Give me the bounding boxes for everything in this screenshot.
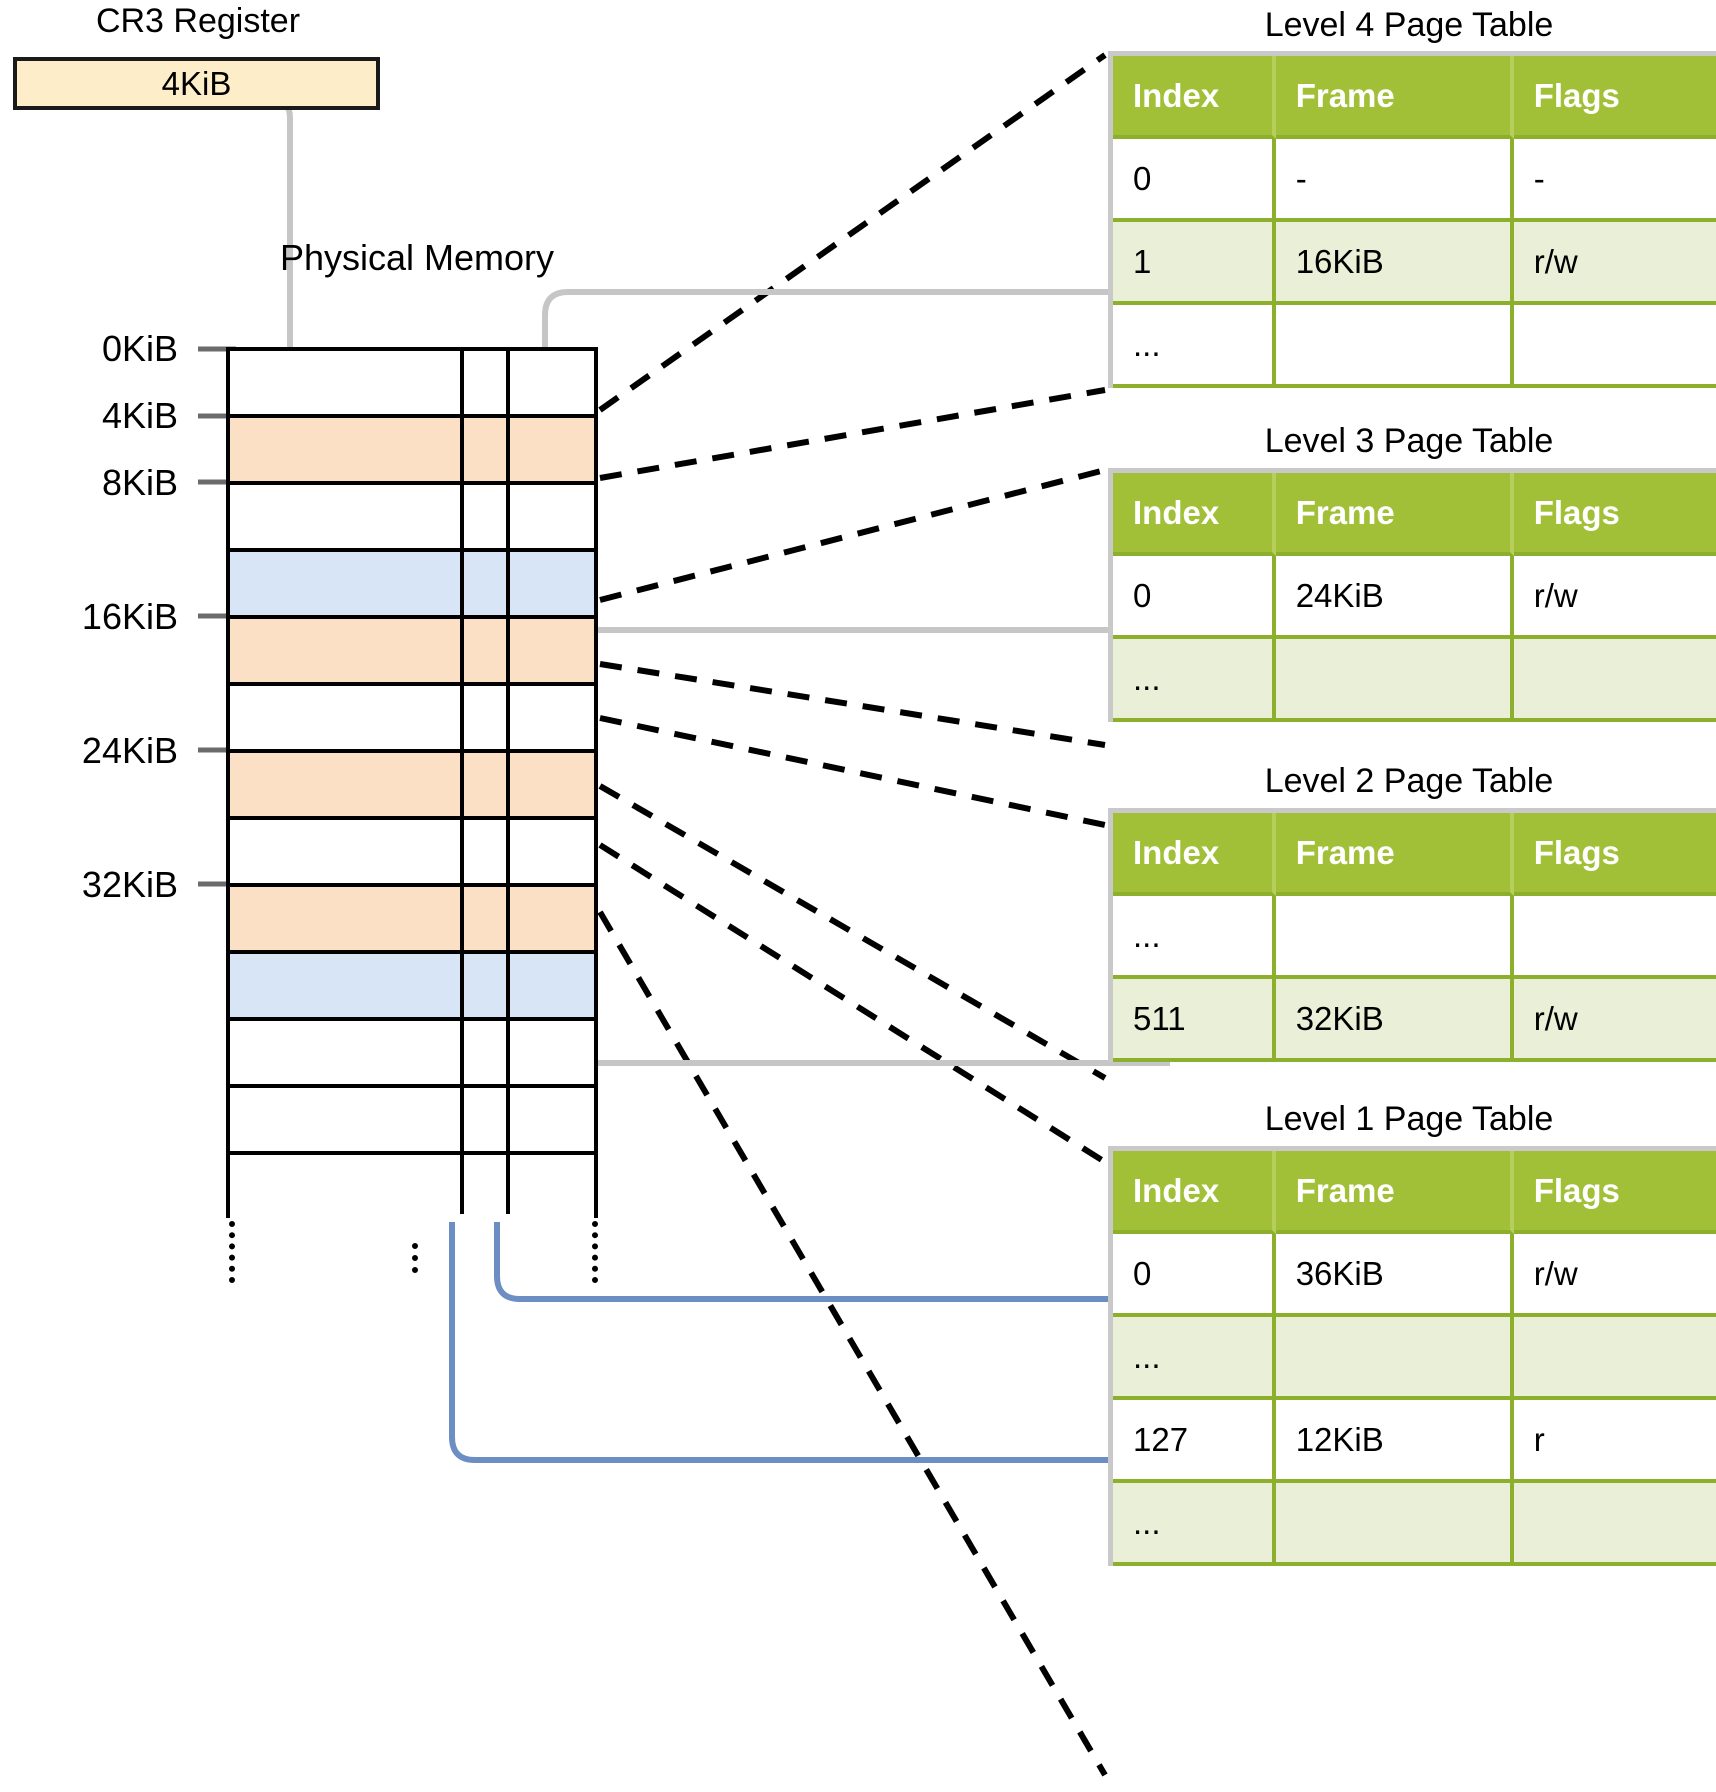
memory-frame-row	[230, 887, 594, 954]
level3-entry-row[interactable]: ...	[1113, 639, 1716, 722]
level1-title: Level 1 Page Table	[1264, 1100, 1554, 1138]
level4-cell-frame	[1275, 305, 1514, 388]
level1-entry-row[interactable]: ...	[1113, 1317, 1716, 1400]
level2-cell-flags: r/w	[1513, 979, 1716, 1062]
level3-cell-frame	[1275, 639, 1514, 722]
level1-cell-index: 0	[1113, 1234, 1276, 1317]
level2-entry-row[interactable]: ...	[1113, 896, 1716, 979]
memory-column-separator-1	[460, 351, 464, 1214]
level4-entry-row[interactable]: 0--	[1113, 139, 1716, 222]
physical-memory-box	[226, 347, 598, 1222]
level4-cell-frame: -	[1275, 139, 1514, 222]
memory-address-label: 32KiB	[81, 864, 178, 905]
level2-title: Level 2 Page Table	[1264, 762, 1554, 800]
level1-cell-frame	[1275, 1317, 1514, 1400]
level4-entry-row[interactable]: ...	[1113, 305, 1716, 388]
level1-cell-flags	[1513, 1483, 1716, 1566]
memory-address-label: 4KiB	[101, 395, 178, 436]
level2-cell-flags	[1513, 896, 1716, 979]
level4-cell-flags: r/w	[1513, 222, 1716, 305]
level1-cell-frame: 12KiB	[1275, 1400, 1514, 1483]
level1-column-header-frame: Frame	[1275, 1151, 1514, 1234]
level1-cell-flags: r	[1513, 1400, 1716, 1483]
memory-frame-row	[230, 1088, 594, 1155]
cr3-register-box: 4KiB	[13, 57, 380, 110]
memory-frame-row	[230, 753, 594, 820]
level3-cell-flags	[1513, 639, 1716, 722]
level2-cell-frame: 32KiB	[1275, 979, 1514, 1062]
level3-cell-index: 0	[1113, 556, 1276, 639]
level2-cell-frame	[1275, 896, 1514, 979]
memory-continuation-dots-right	[592, 1221, 598, 1283]
memory-frame-row	[230, 552, 594, 619]
level1-column-header-flags: Flags	[1513, 1151, 1716, 1234]
level1-cell-index: ...	[1113, 1317, 1276, 1400]
memory-frame-row	[230, 686, 594, 753]
level4-cell-frame: 16KiB	[1275, 222, 1514, 305]
level4-title: Level 4 Page Table	[1264, 6, 1554, 44]
level4-cell-index: 0	[1113, 139, 1276, 222]
memory-frame-row	[230, 1021, 594, 1088]
memory-frame-row	[230, 1155, 594, 1222]
level2-column-header-flags: Flags	[1513, 813, 1716, 896]
memory-address-label: 8KiB	[101, 462, 178, 503]
level3-column-header-flags: Flags	[1513, 473, 1716, 556]
cr3-register-value: 4KiB	[161, 64, 232, 102]
level4-cell-flags: -	[1513, 139, 1716, 222]
level1-column-header-index: Index	[1113, 1151, 1276, 1234]
level1-cell-index: 127	[1113, 1400, 1276, 1483]
memory-address-label: 16KiB	[81, 596, 178, 637]
memory-column-separator-2	[506, 351, 510, 1214]
level3-cell-frame: 24KiB	[1275, 556, 1514, 639]
level3-cell-index: ...	[1113, 639, 1276, 722]
level1-cell-frame	[1275, 1483, 1514, 1566]
level1-cell-flags	[1513, 1317, 1716, 1400]
level1-cell-index: ...	[1113, 1483, 1276, 1566]
memory-frame-row	[230, 351, 594, 418]
cr3-register-title: CR3 Register	[95, 2, 301, 40]
level2-cell-index: ...	[1113, 896, 1276, 979]
memory-frame-row	[230, 418, 594, 485]
level4-column-header-flags: Flags	[1513, 56, 1716, 139]
level2-column-header-index: Index	[1113, 813, 1276, 896]
level3-column-header-frame: Frame	[1275, 473, 1514, 556]
memory-frame-row	[230, 820, 594, 887]
level4-column-header-index: Index	[1113, 56, 1276, 139]
level4-cell-index: 1	[1113, 222, 1276, 305]
level1-cell-frame: 36KiB	[1275, 1234, 1514, 1317]
level3-cell-flags: r/w	[1513, 556, 1716, 639]
level4-column-header-frame: Frame	[1275, 56, 1514, 139]
level3-column-header-index: Index	[1113, 473, 1276, 556]
dashed-leader-group	[597, 52, 1108, 1777]
level4-cell-flags	[1513, 305, 1716, 388]
level4-cell-index: ...	[1113, 305, 1276, 388]
memory-address-label: 24KiB	[81, 730, 178, 771]
level2-column-header-frame: Frame	[1275, 813, 1514, 896]
memory-frame-row	[230, 485, 594, 552]
physical-memory-title: Physical Memory	[279, 237, 555, 278]
memory-address-label: 0KiB	[101, 328, 178, 369]
level2-cell-index: 511	[1113, 979, 1276, 1062]
memory-frame-row	[230, 954, 594, 1021]
memory-continuation-dots-middle	[412, 1243, 418, 1273]
level1-entry-row[interactable]: ...	[1113, 1483, 1716, 1566]
memory-frame-row	[230, 619, 594, 686]
level1-cell-flags: r/w	[1513, 1234, 1716, 1317]
memory-continuation-dots-left	[229, 1221, 235, 1283]
level3-title: Level 3 Page Table	[1264, 422, 1554, 460]
